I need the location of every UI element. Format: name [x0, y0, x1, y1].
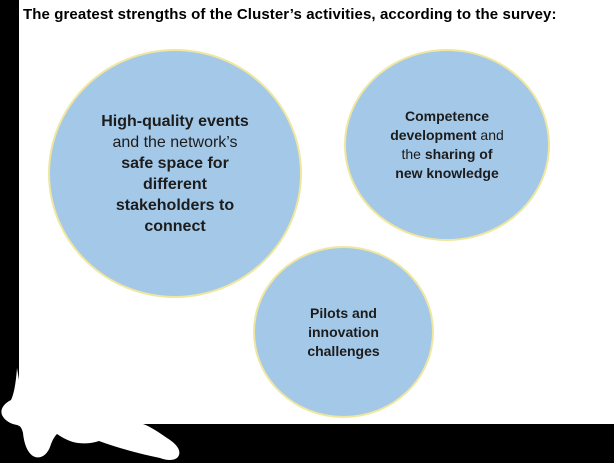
circle-text-line: safe space for — [121, 154, 229, 172]
circle-text: Competence development and the sharing o… — [346, 107, 548, 183]
circle-text-line: development and — [390, 127, 504, 143]
circle-text-line: new knowledge — [395, 165, 499, 181]
circle-text-line: High-quality events — [101, 112, 249, 130]
circle-competence-development: Competence development and the sharing o… — [344, 49, 550, 241]
circle-text: High-quality events and the network’s sa… — [50, 111, 300, 237]
page-title: The greatest strengths of the Cluster’s … — [23, 6, 557, 23]
circle-text: Pilots and innovation challenges — [255, 304, 432, 361]
circle-events-safe-space: High-quality events and the network’s sa… — [48, 49, 302, 298]
circle-text-line: connect — [144, 217, 206, 235]
circle-text-line: innovation — [308, 323, 379, 340]
circle-text-line: the sharing of — [401, 146, 493, 162]
circle-text-line: different — [143, 175, 207, 193]
circle-pilots-innovation: Pilots and innovation challenges — [253, 246, 434, 418]
circle-text-line: stakeholders to — [115, 196, 235, 214]
blob-path — [1, 368, 180, 460]
circle-text-line: challenges — [307, 342, 380, 359]
circle-text-line: Competence — [404, 108, 490, 124]
circle-text-line: Pilots and — [310, 304, 377, 321]
circle-text-line: and the network’s — [112, 133, 238, 151]
white-blob-shape — [1, 368, 180, 460]
